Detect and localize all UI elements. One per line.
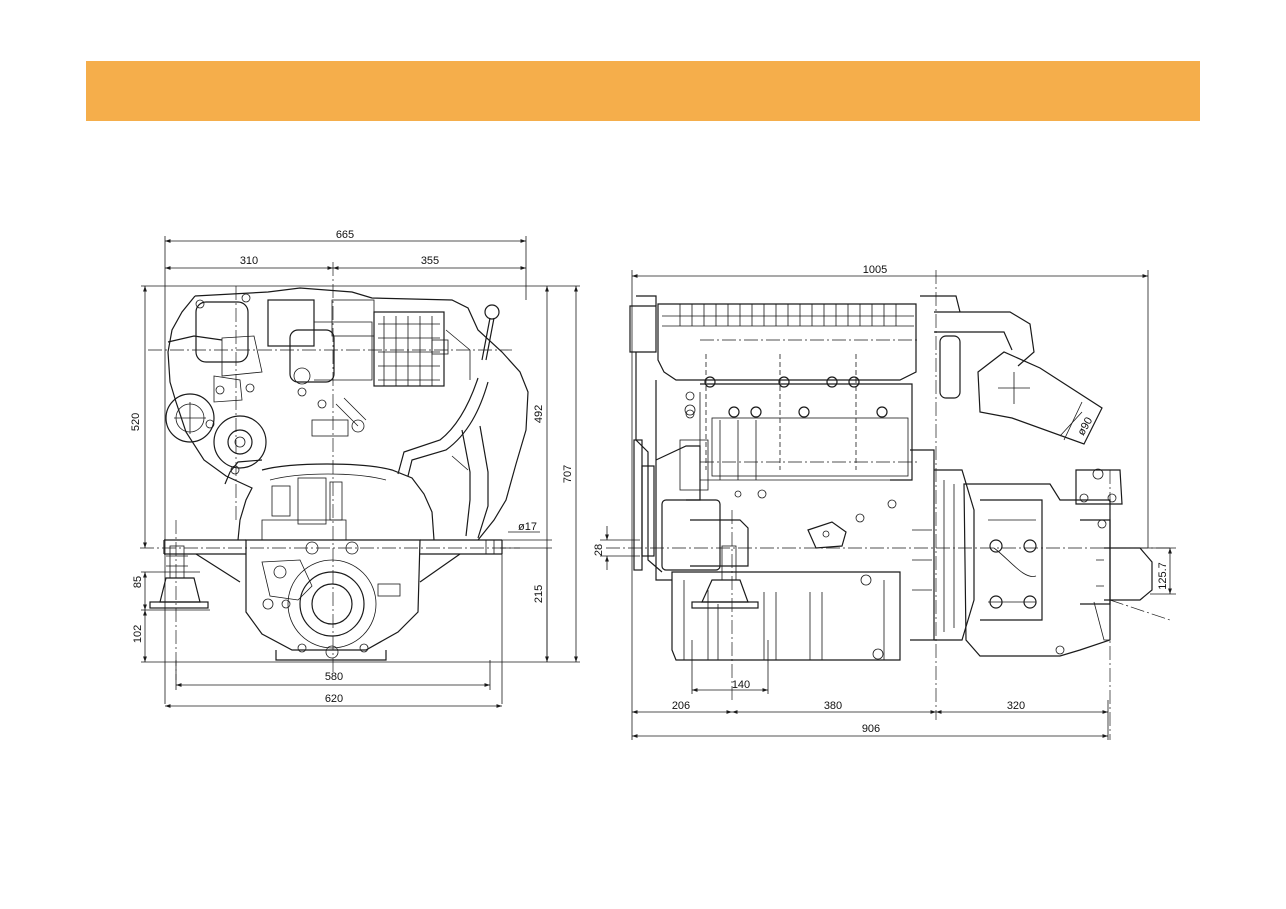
air-filter-element <box>373 311 445 387</box>
dim-320: 320 <box>1007 700 1025 712</box>
dim-520: 520 <box>130 413 142 431</box>
dim-665: 665 <box>336 229 354 241</box>
dim-215: 215 <box>533 585 545 603</box>
dim-102: 102 <box>132 625 144 643</box>
front-centerlines <box>140 262 520 680</box>
dim-380: 380 <box>824 700 842 712</box>
dim-125-7: 125.7 <box>1157 562 1169 590</box>
dim-28: 28 <box>593 544 605 556</box>
dim-310: 310 <box>240 255 258 267</box>
dim-206: 206 <box>672 700 690 712</box>
side-dimension-lines <box>605 274 1172 738</box>
dim-85: 85 <box>132 576 144 588</box>
front-extension-lines <box>141 236 580 704</box>
side-centerlines <box>606 270 1171 740</box>
front-view: 665 310 355 520 85 102 492 215 707 ø17 5… <box>130 229 580 708</box>
dim-707: 707 <box>562 465 574 483</box>
dim-580: 580 <box>325 671 343 683</box>
dim-906: 906 <box>862 723 880 735</box>
side-view: 1005 ø90 28 125.7 140 206 380 320 906 <box>593 264 1176 740</box>
dim-620: 620 <box>325 693 343 705</box>
dim-d17: ø17 <box>518 521 537 533</box>
dim-1005: 1005 <box>863 264 887 276</box>
front-dimension-lines <box>143 239 578 708</box>
dim-140: 140 <box>732 679 750 691</box>
front-dimension-labels: 665 310 355 520 85 102 492 215 707 ø17 5… <box>130 229 574 705</box>
front-engine-outline <box>149 287 529 661</box>
side-engine-outline <box>629 295 1153 661</box>
dim-492: 492 <box>533 405 545 423</box>
header-banner <box>86 61 1200 121</box>
dim-355: 355 <box>421 255 439 267</box>
